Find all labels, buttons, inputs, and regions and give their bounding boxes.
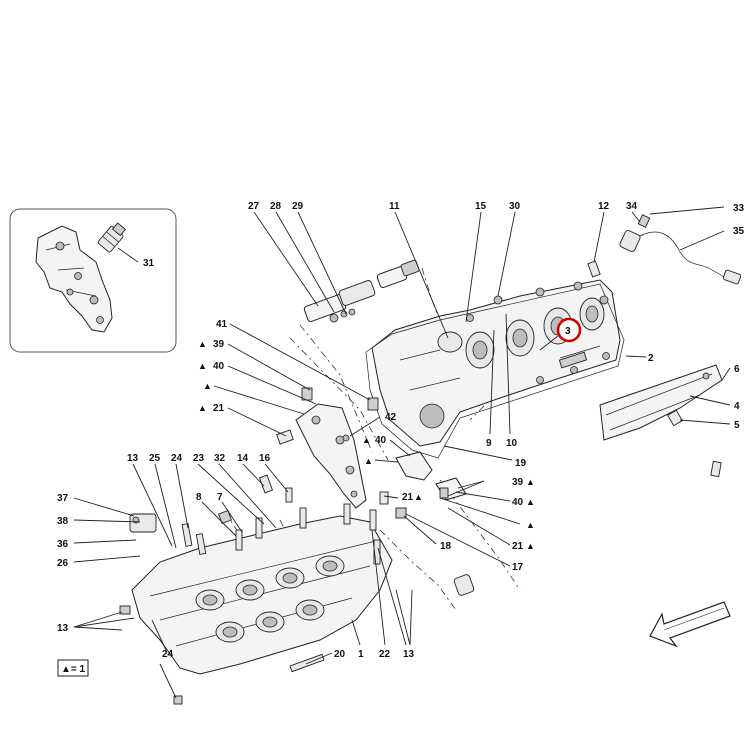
callout-9: 9 xyxy=(486,438,492,449)
valve-cover xyxy=(365,279,625,459)
triangle-marker: ▲ xyxy=(198,403,207,413)
triangle-marker: ▲ xyxy=(526,520,535,530)
callout-38: 38 xyxy=(57,516,69,527)
callout-6: 6 xyxy=(734,364,740,375)
callout-13-top: 13 xyxy=(127,453,139,464)
callout-36: 36 xyxy=(57,539,69,550)
callout-11: 11 xyxy=(389,201,400,212)
callout-42: 42 xyxy=(385,412,397,423)
callout-21-right: 21 xyxy=(512,541,524,552)
callout-28: 28 xyxy=(270,201,282,212)
callout-33: 33 xyxy=(733,203,745,214)
callout-14: 14 xyxy=(237,453,249,464)
triangle-marker: ▲ xyxy=(198,361,207,371)
timing-solenoid-assembly xyxy=(303,259,420,323)
triangle-marker: ▲ xyxy=(364,456,373,466)
callout-40-mid: 40 xyxy=(375,435,387,446)
callout-16: 16 xyxy=(259,453,271,464)
callout-24-bottom: 24 xyxy=(162,649,174,660)
triangle-marker: ▲ xyxy=(526,497,535,507)
callout-17: 17 xyxy=(512,562,524,573)
callout-20: 20 xyxy=(334,649,346,660)
callout-3: 3 xyxy=(565,326,571,337)
callout-7: 7 xyxy=(217,492,223,503)
callout-8: 8 xyxy=(196,492,202,503)
legend-box: ▲= 1 xyxy=(57,659,89,677)
highlighted-callout-3[interactable]: 3 xyxy=(539,317,582,351)
triangle-marker: ▲ xyxy=(414,492,423,502)
callout-30: 30 xyxy=(509,201,521,212)
callout-24-top: 24 xyxy=(171,453,183,464)
callout-31: 31 xyxy=(143,258,155,269)
triangle-marker: ▲ xyxy=(203,381,212,391)
callout-25: 25 xyxy=(149,453,161,464)
callout-15: 15 xyxy=(475,201,487,212)
callout-39-left: 39 xyxy=(213,339,225,350)
callout-23: 23 xyxy=(193,453,205,464)
callout-39-right: 39 xyxy=(512,477,524,488)
callout-5: 5 xyxy=(734,420,740,431)
engine-bracket xyxy=(276,387,467,519)
callout-13-bottom: 13 xyxy=(403,649,415,660)
triangle-marker: ▲ xyxy=(526,541,535,551)
callout-13-left: 13 xyxy=(57,623,69,634)
callout-40-right: 40 xyxy=(512,497,524,508)
cylinder-head xyxy=(119,474,475,705)
callout-10: 10 xyxy=(506,438,518,449)
callout-12: 12 xyxy=(598,201,610,212)
callout-37: 37 xyxy=(57,493,69,504)
callout-34: 34 xyxy=(626,201,638,212)
callout-labels: 27 28 29 11 15 30 12 34 33 35 41 39 40 2… xyxy=(57,201,745,660)
front-direction-arrow-icon xyxy=(649,601,731,648)
callout-21-left: 21 xyxy=(213,403,225,414)
callout-27: 27 xyxy=(248,201,260,212)
highlight-ring xyxy=(556,317,582,343)
callout-29: 29 xyxy=(292,201,304,212)
callout-22: 22 xyxy=(379,649,391,660)
leader-lines xyxy=(73,206,731,699)
callout-2: 2 xyxy=(648,353,654,364)
callout-32: 32 xyxy=(214,453,226,464)
triangle-markers: ▲ ▲ ▲ ▲ ▲ ▲ ▲ ▲ ▲ ▲ ▲ xyxy=(198,339,535,551)
callout-4: 4 xyxy=(734,401,740,412)
callout-41: 41 xyxy=(216,319,228,330)
inset-detail-frame: 31 xyxy=(9,208,177,353)
callout-21-mid: 21 xyxy=(402,492,414,503)
callout-19: 19 xyxy=(515,458,527,469)
sensor-and-cable xyxy=(587,214,742,285)
callout-26: 26 xyxy=(57,558,69,569)
callout-35: 35 xyxy=(733,226,745,237)
callout-18: 18 xyxy=(440,541,452,552)
triangle-marker: ▲ xyxy=(198,339,207,349)
triangle-marker: ▲ xyxy=(526,477,535,487)
triangle-marker: ▲ xyxy=(362,435,371,445)
heat-shield xyxy=(599,364,723,478)
legend-text: ▲= 1 xyxy=(61,664,86,675)
callout-40-left: 40 xyxy=(213,361,225,372)
callout-1: 1 xyxy=(358,649,364,660)
